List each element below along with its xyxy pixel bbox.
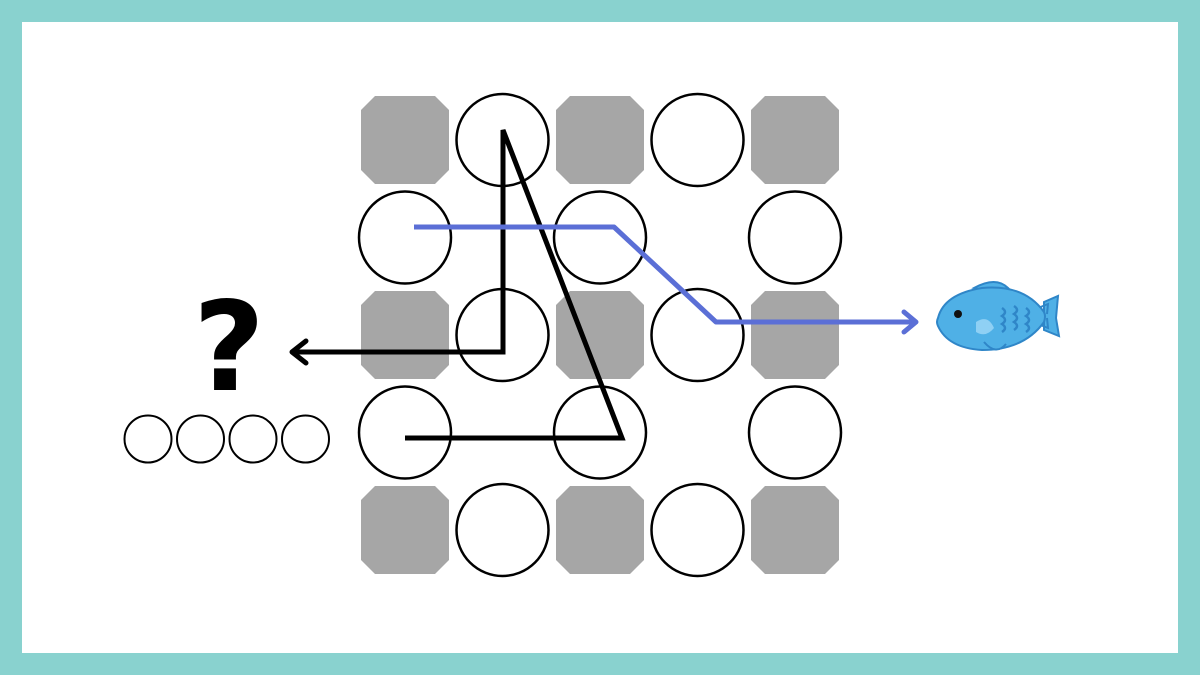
- blue-arrowhead: [901, 309, 919, 335]
- answer-slot: [281, 414, 330, 464]
- answer-slot: [176, 414, 225, 464]
- gray-tile: [556, 96, 644, 184]
- circle-cell: [650, 482, 745, 578]
- black-path-line: [296, 129, 626, 441]
- gray-tile: [751, 96, 839, 184]
- circle-cell: [747, 190, 843, 285]
- gray-tile: [751, 486, 839, 574]
- circle-cell: [650, 92, 745, 188]
- circle-cell: [455, 482, 550, 578]
- gray-tile: [361, 291, 449, 379]
- circle-cell: [357, 190, 453, 285]
- black-path: [289, 129, 626, 441]
- gray-tile: [361, 96, 449, 184]
- question-mark: ?: [193, 276, 265, 420]
- black-arrowhead: [289, 338, 309, 366]
- blue-path: [414, 224, 919, 335]
- answer-slot: [228, 414, 278, 464]
- circle-cell: [357, 385, 453, 480]
- answer-slot: [123, 414, 173, 464]
- gray-tile: [556, 486, 644, 574]
- circle-cell: [552, 385, 648, 480]
- blue-path-line: [414, 224, 914, 325]
- circle-cell: [650, 287, 745, 383]
- circle-cell: [552, 190, 648, 285]
- gray-tile: [361, 486, 449, 574]
- answer-slots: [123, 414, 330, 464]
- gray-tile: [556, 291, 644, 379]
- gray-tile: [751, 291, 839, 379]
- fish-icon: [936, 281, 1061, 352]
- circle-cell: [747, 385, 843, 480]
- puzzle-grid: [357, 92, 843, 578]
